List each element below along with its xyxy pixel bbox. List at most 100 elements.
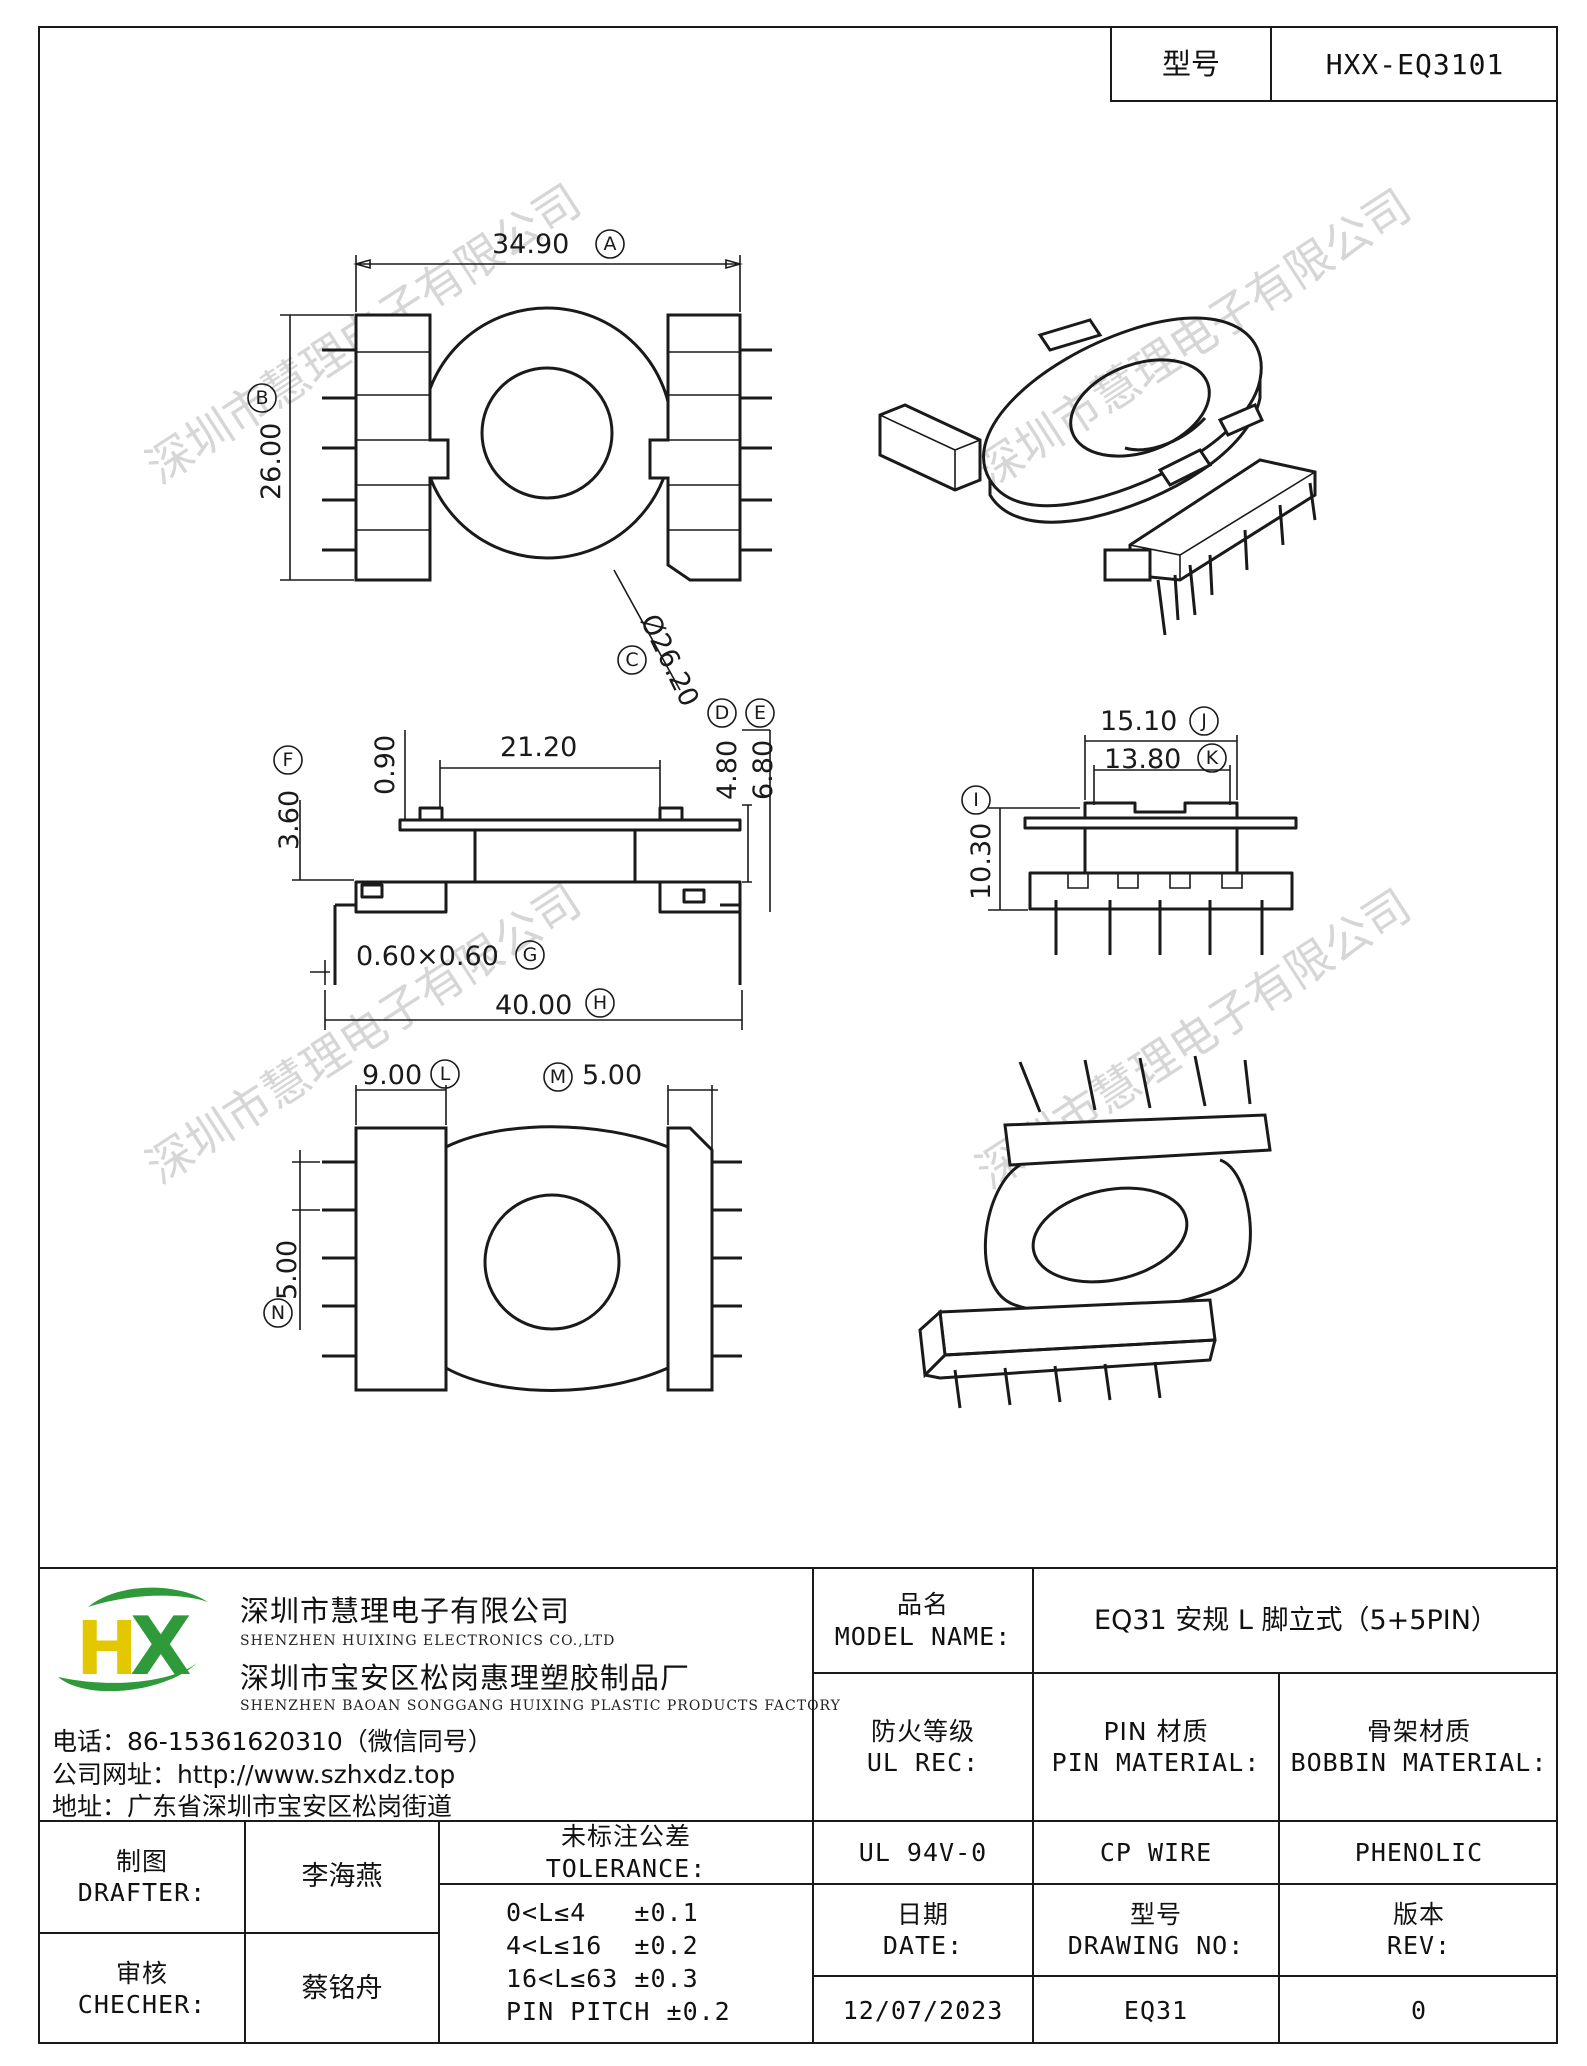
dim-b-tag: B: [255, 387, 268, 409]
rev-label-cn: 版本: [1392, 1899, 1445, 1929]
company-phone: 电话：86-15361620310（微信同号）: [52, 1727, 493, 1756]
drafter-label-cn: 制图: [115, 1846, 168, 1876]
date-label: 日期 DATE:: [814, 1885, 1032, 1975]
factory-name-cn: 深圳市宝安区松岗惠理塑胶制品厂: [240, 1661, 691, 1695]
dim-b-value: 26.00: [256, 423, 287, 500]
pin-material-value: CP WIRE: [1099, 1837, 1213, 1867]
header-left-border: [1110, 26, 1112, 102]
dim-1030-value: 10.30: [966, 823, 997, 900]
dim-090-value: 0.90: [370, 735, 401, 795]
watermark-2: 深圳市慧理电子有限公司: [967, 178, 1421, 499]
checker-name: 蔡铭舟: [301, 1973, 383, 2005]
dim-j-tag: J: [1200, 710, 1207, 732]
tolerance-row: 4<L≤16 ±0.2: [506, 1931, 699, 1960]
ul-rec-label: 防火等级 UL REC:: [814, 1674, 1032, 1820]
dim-480-value: 4.80: [712, 740, 743, 800]
drafter-name: 李海燕: [301, 1861, 383, 1893]
checker-label-en: CHECHER:: [77, 1990, 207, 2019]
tolerance-row: 0<L≤4 ±0.1: [506, 1898, 699, 1927]
company-name-cn: 深圳市慧理电子有限公司: [240, 1594, 571, 1628]
header-divider: [1270, 26, 1272, 102]
model-name-value: EQ31 安规 L 脚立式（5+5PIN）: [1094, 1604, 1498, 1636]
dim-e-tag: E: [754, 702, 766, 724]
company-logo: H X: [58, 1587, 208, 1693]
dim-c-tag: C: [625, 649, 638, 671]
tolerance-row: PIN PITCH ±0.2: [506, 1997, 731, 2026]
dim-1510-value: 15.10: [1100, 706, 1177, 737]
logo-letter-x: X: [130, 1600, 192, 1693]
header-bottom-border: [1110, 100, 1558, 102]
drawing-sheet: [38, 26, 1558, 2044]
tolerance-row: 16<L≤63 ±0.3: [506, 1964, 699, 1993]
dim-n-tag: N: [271, 1302, 285, 1324]
pin-material-label: PIN 材质 PIN MATERIAL:: [1034, 1674, 1278, 1820]
pin-material-label-en: PIN MATERIAL:: [1051, 1748, 1261, 1777]
isometric-view-bottom: [918, 1055, 1272, 1409]
tolerance-label: 未标注公差 TOLERANCE:: [440, 1822, 812, 1883]
dim-680-value: 6.80: [748, 740, 779, 800]
technical-drawing: .s{fill:none;stroke:#1a1a1a;stroke-width…: [137, 173, 1421, 1409]
dim-m-tag: M: [550, 1066, 566, 1088]
tolerance-label-en: TOLERANCE:: [545, 1853, 707, 1883]
dim-360-value: 3.60: [274, 790, 305, 850]
tolerance-label-cn: 未标注公差: [560, 1822, 691, 1852]
dim-a-value: 34.90: [492, 229, 569, 260]
side-view: 21.20 0.90 4.80 D 6.80 E 3.60 F 0.60×0.6…: [273, 698, 779, 1030]
top-view: 34.90 A 26.00 B Ø26.20 C: [247, 229, 772, 712]
ul-rec-label-cn: 防火等级: [870, 1716, 975, 1746]
model-value: HXX-EQ3101: [1325, 47, 1505, 81]
logo-swoosh-bottom: [58, 1662, 198, 1692]
dim-a-tag: A: [604, 233, 617, 255]
pin-material-label-cn: PIN 材质: [1103, 1716, 1209, 1746]
dim-500b-value: 5.00: [272, 1240, 303, 1300]
tolerance-table: 0<L≤4 ±0.1 4<L≤16 ±0.2 16<L≤63 ±0.3 PIN …: [506, 1896, 731, 2028]
rev-label-en: REV:: [1386, 1931, 1452, 1960]
right-side-view: 15.10 J 13.80 K 10.30 I: [961, 706, 1298, 955]
rev-value: 0: [1410, 1995, 1428, 2025]
dim-f-tag: F: [283, 749, 294, 771]
model-name-label: 品名 MODEL NAME:: [814, 1569, 1032, 1672]
pin-size-value: 0.60×0.60: [356, 941, 499, 972]
drafter-label: 制图 DRAFTER:: [40, 1822, 244, 1932]
model-label: 型号: [1161, 46, 1220, 81]
dim-l-tag: L: [440, 1063, 451, 1085]
drawing-no-value: EQ31: [1123, 1995, 1189, 2025]
drawing-no-label-en: DRAWING NO:: [1067, 1931, 1245, 1960]
dim-i-tag: I: [973, 789, 979, 811]
dim-2120-value: 21.20: [500, 732, 577, 763]
date-label-cn: 日期: [896, 1899, 949, 1929]
checker-label-cn: 审核: [115, 1958, 168, 1988]
date-value: 12/07/2023: [842, 1995, 1004, 2025]
dim-500a-value: 5.00: [582, 1060, 642, 1091]
rev-label: 版本 REV:: [1280, 1885, 1558, 1975]
factory-name-en: SHENZHEN BAOAN SONGGANG HUIXING PLASTIC …: [240, 1698, 841, 1714]
date-label-en: DATE:: [882, 1931, 964, 1960]
dim-1380-value: 13.80: [1104, 744, 1181, 775]
watermarks: 深圳市慧理电子有限公司 深圳市慧理电子有限公司 深圳市慧理电子有限公司 深圳市慧…: [137, 173, 1421, 1199]
drafter-label-en: DRAFTER:: [77, 1878, 207, 1907]
drawing-no-label: 型号 DRAWING NO:: [1034, 1885, 1278, 1975]
dim-g-tag: G: [523, 944, 538, 966]
ul-rec-value: UL 94V-0: [858, 1837, 988, 1867]
dim-c-value: Ø26.20: [634, 609, 705, 711]
ul-rec-label-en: UL REC:: [866, 1748, 980, 1777]
dim-h-tag: H: [593, 992, 607, 1014]
dim-900-value: 9.00: [362, 1060, 422, 1091]
model-name-label-cn: 品名: [896, 1590, 949, 1620]
overall-value: 40.00: [495, 990, 572, 1021]
dim-d-tag: D: [715, 702, 730, 724]
drawing-no-label-cn: 型号: [1129, 1899, 1182, 1929]
bottom-view: 9.00 L 5.00 M 5.00 N: [263, 1059, 742, 1392]
company-name-en: SHENZHEN HUIXING ELECTRONICS CO.,LTD: [240, 1633, 616, 1649]
bobbin-material-label: 骨架材质 BOBBIN MATERIAL:: [1280, 1674, 1558, 1820]
model-name-label-en: MODEL NAME:: [834, 1621, 1012, 1651]
dim-k-tag: K: [1206, 747, 1219, 769]
bobbin-material-label-cn: 骨架材质: [1366, 1716, 1471, 1746]
company-address: 地址：广东省深圳市宝安区松岗街道: [52, 1792, 453, 1821]
bobbin-material-value: PHENOLIC: [1354, 1837, 1484, 1867]
isometric-view-top: [878, 316, 1317, 636]
bobbin-material-label-en: BOBBIN MATERIAL:: [1290, 1748, 1548, 1777]
logo-letter-h: H: [76, 1606, 138, 1692]
company-website: 公司网址：http://www.szhxdz.top: [52, 1760, 456, 1789]
logo-swoosh-top: [88, 1587, 208, 1607]
